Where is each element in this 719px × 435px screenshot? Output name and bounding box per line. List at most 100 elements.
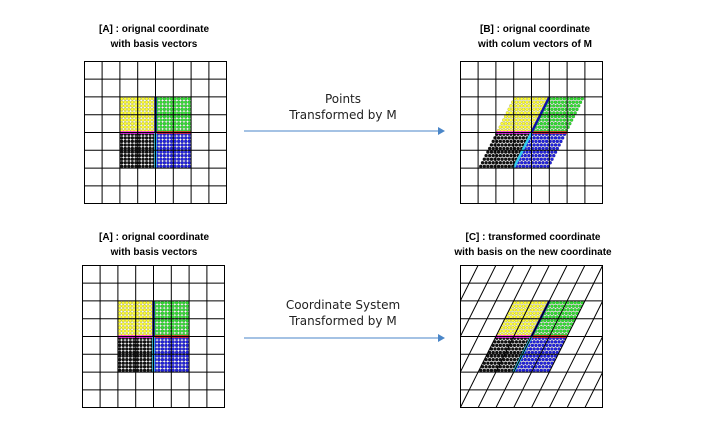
point: [535, 340, 540, 344]
point: [127, 96, 131, 101]
point: [135, 300, 140, 305]
point: [498, 146, 503, 151]
point: [521, 136, 526, 140]
point: [139, 354, 143, 358]
point: [160, 318, 165, 323]
point: [539, 368, 544, 373]
point: [181, 300, 186, 305]
point: [514, 311, 519, 316]
point: [491, 139, 496, 144]
point: [551, 125, 556, 129]
point: [553, 100, 558, 105]
point: [509, 146, 513, 151]
point: [544, 322, 549, 326]
point: [142, 311, 147, 316]
point: [135, 315, 140, 319]
point: [511, 325, 515, 330]
point: [127, 160, 131, 165]
point: [518, 311, 522, 316]
point: [181, 340, 186, 344]
point: [142, 350, 147, 355]
point: [119, 107, 124, 112]
point: [500, 121, 504, 126]
point: [502, 329, 506, 333]
point: [174, 315, 179, 319]
point: [557, 121, 561, 126]
point: [164, 368, 168, 373]
point: [500, 150, 504, 154]
point: [125, 361, 129, 365]
point: [187, 153, 192, 158]
point: [128, 325, 133, 330]
point: [130, 114, 135, 119]
point: [166, 143, 170, 147]
point: [160, 357, 165, 362]
point: [137, 125, 142, 129]
panel-border: [460, 61, 603, 204]
point: [130, 104, 135, 108]
point: [544, 329, 549, 333]
point: [160, 343, 165, 348]
point: [141, 96, 145, 101]
point: [546, 354, 551, 358]
point: [559, 96, 563, 101]
point: [144, 118, 149, 122]
point: [527, 153, 531, 158]
point: [164, 329, 168, 333]
point: [174, 343, 179, 348]
point: [148, 100, 152, 105]
point: [169, 164, 174, 169]
point: [167, 308, 172, 312]
point: [117, 357, 122, 362]
point: [516, 350, 520, 355]
panel-a-original-grid-2: [82, 265, 225, 408]
point: [157, 315, 161, 319]
point: [137, 157, 142, 161]
point: [555, 300, 560, 305]
point: [486, 368, 490, 373]
point: [571, 311, 576, 316]
point: [544, 118, 549, 122]
point: [159, 121, 163, 126]
point: [555, 125, 560, 129]
point: [121, 343, 126, 348]
point: [139, 329, 143, 333]
point: [181, 308, 186, 312]
point: [166, 136, 170, 140]
point: [162, 121, 167, 126]
point: [557, 143, 561, 147]
point: [157, 368, 161, 373]
point: [164, 354, 168, 358]
point: [142, 322, 147, 326]
point: [160, 354, 165, 358]
point: [578, 100, 583, 105]
point: [134, 150, 138, 154]
point: [180, 100, 184, 105]
point: [519, 125, 524, 129]
point: [146, 368, 150, 373]
point: [562, 111, 567, 115]
point: [559, 125, 563, 129]
point: [123, 136, 128, 140]
point: [502, 343, 506, 348]
point: [180, 114, 184, 119]
point: [518, 368, 522, 373]
point: [183, 118, 188, 122]
point: [523, 111, 528, 115]
point: [171, 350, 175, 355]
point: [183, 143, 188, 147]
point: [180, 157, 184, 161]
grid-line-vertical: [584, 370, 603, 408]
point: [176, 150, 181, 154]
point: [137, 153, 142, 158]
point: [523, 96, 528, 101]
caption-a-top-line2: with basis vectors: [110, 39, 198, 50]
point: [528, 354, 533, 358]
point: [134, 136, 138, 140]
point: [134, 160, 138, 165]
point: [148, 111, 152, 115]
point: [535, 368, 540, 373]
point: [162, 96, 167, 101]
point: [166, 121, 170, 126]
point: [137, 121, 142, 126]
